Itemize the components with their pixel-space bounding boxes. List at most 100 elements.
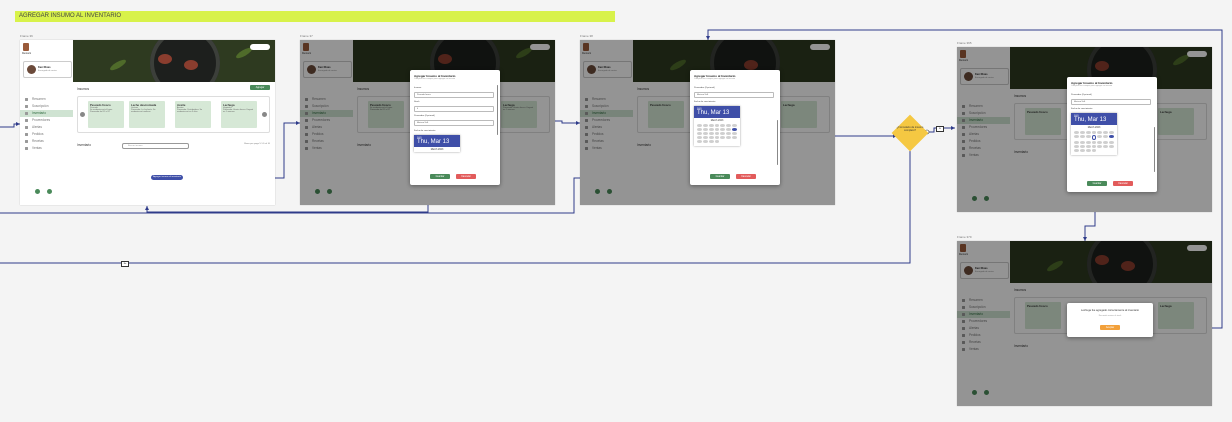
sidebar-item-proveedores[interactable]: Proveedores [20,117,73,124]
cancel-button[interactable]: Cancelar [1113,181,1133,186]
sidebar-item-ventas[interactable]: Ventas [300,145,353,152]
insumo-select[interactable]: Pescado fresco [414,92,494,98]
user-profile-card[interactable]: Ken Rivas Encargado de cocina [960,68,1009,85]
logout-icon[interactable] [984,196,989,201]
date-picker[interactable]: 2023 Thu, Mar 13 March 2023 [694,106,740,146]
logout-icon[interactable] [984,390,989,395]
logout-icon[interactable] [607,189,612,194]
chevron-left-icon[interactable] [80,112,85,117]
insumo-card[interactable]: Lechuga [1158,108,1194,135]
insumo-card[interactable]: Pescado fresco [648,101,684,128]
user-profile-card[interactable]: Ken Rivas Encargado de cocina [23,61,72,78]
sidebar-item-resumen[interactable]: Resumen [957,103,1010,110]
modal-scrollbar[interactable] [1153,127,1155,172]
sidebar-item-suscripcion[interactable]: Suscripción [580,103,633,110]
user-profile-card[interactable]: Ken Rivas Encargado de cocina [960,262,1009,279]
date-picker-days[interactable] [694,123,740,146]
sidebar-item-resumen[interactable]: Resumen [580,96,633,103]
header-actions[interactable] [1187,245,1207,251]
insumo-card[interactable]: Pescado fresco Pescado Se reabastecerá e… [88,101,124,128]
save-button[interactable]: Guardar [1087,181,1107,186]
sidebar-item-ventas[interactable]: Ventas [957,346,1010,353]
sidebar-item-alertas[interactable]: Alertas [957,131,1010,138]
sidebar-item-proveedores[interactable]: Proveedores [957,318,1010,325]
user-profile-card[interactable]: Ken Rivas Encargado de cocina [583,61,632,78]
sidebar-item-proveedores[interactable]: Proveedores [580,117,633,124]
sidebar-item-ventas[interactable]: Ventas [957,152,1010,159]
sidebar-item-inventario[interactable]: Inventario [300,110,353,117]
connector-decision-no [0,148,911,264]
sidebar-item-pedidos[interactable]: Pedidos [20,131,73,138]
date-picker-days[interactable] [1071,130,1117,155]
logout-icon[interactable] [327,189,332,194]
sidebar-item-proveedores[interactable]: Proveedores [300,117,353,124]
insumo-card[interactable]: Lechuga [781,101,817,128]
insumo-card[interactable]: Aceite Aceites Proveedor: Distribuidora.… [175,101,211,128]
sidebar-item-alertas[interactable]: Alertas [20,124,73,131]
help-icon[interactable] [315,189,320,194]
date-picker[interactable]: 2023 Thu, Mar 13 March 2023 [414,135,460,152]
sidebar-item-recetas[interactable]: Recetas [957,145,1010,152]
header-actions[interactable] [530,44,550,50]
sidebar-item-recetas[interactable]: Recetas [580,138,633,145]
provider-select[interactable]: Marisco S.A. [414,120,494,126]
sidebar-item-suscripcion[interactable]: Suscripción [957,304,1010,311]
sidebar-item-ventas[interactable]: Ventas [580,145,633,152]
sidebar-item-proveedores[interactable]: Proveedores [957,124,1010,131]
sidebar-item-resumen[interactable]: Resumen [20,96,73,103]
help-icon[interactable] [972,196,977,201]
sidebar-item-resumen[interactable]: Resumen [957,297,1010,304]
sidebar-item-inventario[interactable]: Inventario [580,110,633,117]
add-to-inventory-button[interactable]: Agregar insumo al inventario [151,175,183,180]
save-button[interactable]: Guardar [430,174,450,179]
pagination[interactable]: Rows per page 5 1-5 of 10 [244,143,270,145]
cancel-button[interactable]: Cancelar [456,174,476,179]
provider-select[interactable]: Marisco S.A. [694,92,774,98]
sidebar-item-pedidos[interactable]: Pedidos [300,131,353,138]
add-insumo-button[interactable]: Agregar [250,85,270,90]
sidebar-item-ventas[interactable]: Ventas [20,145,73,152]
insumo-card[interactable]: Leche descremada Lácteos Proveedor: La L… [129,101,165,128]
insumo-card[interactable]: Lechuga [1158,302,1194,329]
help-icon[interactable] [595,189,600,194]
sidebar-item-inventario[interactable]: Inventario [957,117,1010,124]
sidebar-item-suscripcion[interactable]: Suscripción [300,103,353,110]
provider-select[interactable]: Marisco S.A. [1071,99,1151,105]
sidebar-item-recetas[interactable]: Recetas [20,138,73,145]
insumo-card[interactable]: Pescado fresco [1025,302,1061,329]
insumo-card[interactable]: Lechuga Proveedor: Huerto fresco. Llegar… [501,101,537,128]
accept-button[interactable]: Aceptar [1100,325,1120,330]
sidebar-item-pedidos[interactable]: Pedidos [957,138,1010,145]
cancel-button[interactable]: Cancelar [736,174,756,179]
sidebar-item-recetas[interactable]: Recetas [957,339,1010,346]
sidebar-item-pedidos[interactable]: Pedidos [580,131,633,138]
modal-scrollbar[interactable] [776,120,778,165]
insumo-card[interactable]: Lechuga Vegetales Proveedor: Huerto fres… [221,101,257,128]
stock-input[interactable]: 0 [414,106,494,112]
sidebar-item-recetas[interactable]: Recetas [300,138,353,145]
sidebar-item-resumen[interactable]: Resumen [300,96,353,103]
sidebar-item-alertas[interactable]: Alertas [300,124,353,131]
search-input[interactable]: Buscar insumo [122,143,189,149]
help-icon[interactable] [972,390,977,395]
logout-icon[interactable] [47,189,52,194]
save-button[interactable]: Guardar [710,174,730,179]
user-profile-card[interactable]: Ken Rivas Encargado de cocina [303,61,352,78]
insumo-card[interactable]: Pescado fresco [1025,108,1061,135]
sidebar-item-pedidos[interactable]: Pedidos [957,332,1010,339]
header-actions[interactable] [810,44,830,50]
modal-scrollbar[interactable] [496,85,498,135]
sidebar-item-suscripcion[interactable]: Suscripción [957,110,1010,117]
sidebar-item-alertas[interactable]: Alertas [580,124,633,131]
chevron-right-icon[interactable] [262,112,267,117]
sidebar-footer [315,181,339,199]
sidebar-item-suscripcion[interactable]: Suscripción [20,103,73,110]
sidebar-item-alertas[interactable]: Alertas [957,325,1010,332]
header-actions[interactable] [1187,51,1207,57]
date-picker[interactable]: 2023 Thu, Mar 13 March 2023 [1071,113,1117,155]
sidebar-item-inventario[interactable]: Inventario [957,311,1010,318]
header-actions[interactable] [250,44,270,50]
help-icon[interactable] [35,189,40,194]
sidebar-item-inventario[interactable]: Inventario [20,110,73,117]
insumo-card[interactable]: Pescado fresco Se reabastecerá el lunes.… [368,101,404,128]
